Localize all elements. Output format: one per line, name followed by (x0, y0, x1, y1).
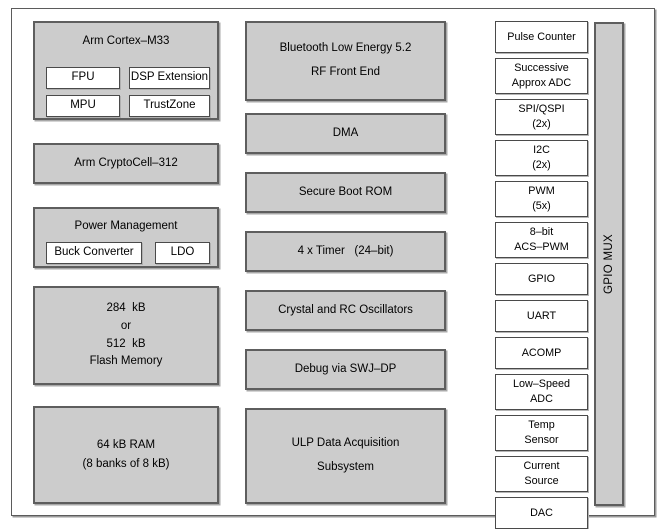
subblock-ldo: LDO (155, 242, 210, 264)
pwm-line-2: (5x) (532, 200, 551, 212)
i2c-line-1: I2C (533, 144, 550, 157)
acs-pwm-line-2: ACS–PWM (514, 241, 569, 253)
dac-label: DAC (530, 506, 553, 519)
low-speed-adc-line-1: Low–Speed (512, 378, 571, 391)
gpio-mux-label: GPIO MUX (603, 234, 615, 294)
subblock-mpu: MPU (46, 95, 120, 117)
timer-label: 4 x Timer (24–bit) (297, 244, 394, 257)
ulp-line-1: ULP Data Acquisition (291, 437, 400, 450)
ble-line-2: RF Front End (310, 66, 381, 78)
acomp-label: ACOMP (521, 346, 562, 359)
ram-line-2: (8 banks of 8 kB) (82, 457, 170, 470)
current-source-line-1: Current (523, 460, 560, 473)
secure-boot-rom-label: Secure Boot ROM (298, 185, 393, 198)
block-label-power-management: Power Management (74, 220, 178, 232)
block-ram: 64 kB RAM (8 banks of 8 kB) (33, 406, 219, 504)
block-pulse-counter: Pulse Counter (495, 21, 588, 53)
subblock-trustzone: TrustZone (129, 95, 210, 117)
block-pwm: PWM (5x) (495, 181, 588, 217)
sar-adc-line-1: Successive (514, 62, 569, 75)
uart-label: UART (526, 309, 557, 322)
sar-adc-line-2: Approx ADC (511, 77, 572, 89)
flash-line-4: Flash Memory (89, 355, 163, 368)
subblock-dsp-extension: DSP Extension (129, 67, 210, 89)
block-arm-cortex-m33: Arm Cortex–M33 FPU DSP Extension MPU Tru… (33, 21, 219, 120)
i2c-line-2: (2x) (532, 159, 551, 171)
block-dac: DAC (495, 497, 588, 529)
spi-qspi-line-1: SPI/QSPI (518, 103, 565, 116)
debug-label: Debug via SWJ–DP (294, 362, 397, 375)
subblock-label-mpu: MPU (70, 99, 96, 112)
block-successive-approx-adc: Successive Approx ADC (495, 58, 588, 94)
block-current-source: Current Source (495, 456, 588, 492)
ulp-line-2: Subsystem (317, 461, 374, 473)
oscillators-label: Crystal and RC Oscillators (278, 303, 413, 316)
block-timer: 4 x Timer (24–bit) (245, 231, 446, 272)
block-power-management: Power Management Buck Converter LDO (33, 207, 219, 268)
subblock-label-trustzone: TrustZone (143, 99, 196, 112)
block-secure-boot-rom: Secure Boot ROM (245, 172, 446, 213)
block-gpio: GPIO (495, 263, 588, 295)
block-label-cortex-m33: Arm Cortex–M33 (82, 35, 170, 47)
block-temp-sensor: Temp Sensor (495, 415, 588, 451)
subblock-fpu: FPU (46, 67, 120, 89)
block-low-speed-adc: Low–Speed ADC (495, 374, 588, 410)
block-gpio-mux: GPIO MUX (594, 22, 624, 506)
dma-label: DMA (332, 126, 359, 139)
subblock-label-dsp-extension: DSP Extension (130, 71, 209, 84)
block-spi-qspi: SPI/QSPI (2x) (495, 99, 588, 135)
block-crystal-rc-oscillators: Crystal and RC Oscillators (245, 290, 446, 331)
soc-chip-frame: Arm Cortex–M33 FPU DSP Extension MPU Tru… (11, 8, 655, 529)
block-acomp: ACOMP (495, 337, 588, 369)
pwm-line-1: PWM (528, 185, 555, 198)
ble-line-1: Bluetooth Low Energy 5.2 (279, 42, 412, 55)
ram-line-1: 64 kB RAM (96, 438, 156, 451)
spi-qspi-line-2: (2x) (532, 118, 551, 130)
acs-pwm-line-1: 8–bit (529, 226, 554, 239)
block-dma: DMA (245, 113, 446, 154)
current-source-line-2: Source (524, 475, 559, 487)
flash-line-1: 284 kB (106, 301, 146, 314)
subblock-label-ldo: LDO (170, 246, 195, 259)
block-ulp-data-acquisition-subsystem: ULP Data Acquisition Subsystem (245, 408, 446, 504)
block-bluetooth-le-rf-front-end: Bluetooth Low Energy 5.2 RF Front End (245, 21, 446, 101)
subblock-label-fpu: FPU (71, 71, 95, 84)
block-arm-cryptocell-312: Arm CryptoCell–312 (33, 143, 219, 184)
flash-line-2: or (120, 319, 132, 332)
block-8bit-acs-pwm: 8–bit ACS–PWM (495, 222, 588, 258)
subblock-buck-converter: Buck Converter (46, 242, 142, 264)
flash-line-3: 512 kB (106, 337, 146, 350)
temp-sensor-line-2: Sensor (524, 434, 559, 446)
block-i2c: I2C (2x) (495, 140, 588, 176)
low-speed-adc-line-2: ADC (530, 393, 553, 405)
block-debug-swj-dp: Debug via SWJ–DP (245, 349, 446, 390)
subblock-label-buck-converter: Buck Converter (54, 246, 134, 259)
block-label-cryptocell-312: Arm CryptoCell–312 (74, 156, 178, 169)
gpio-label: GPIO (528, 272, 555, 285)
temp-sensor-line-1: Temp (528, 419, 555, 432)
block-uart: UART (495, 300, 588, 332)
block-flash-memory: 284 kB or 512 kB Flash Memory (33, 286, 219, 385)
pulse-counter-label: Pulse Counter (507, 30, 576, 43)
